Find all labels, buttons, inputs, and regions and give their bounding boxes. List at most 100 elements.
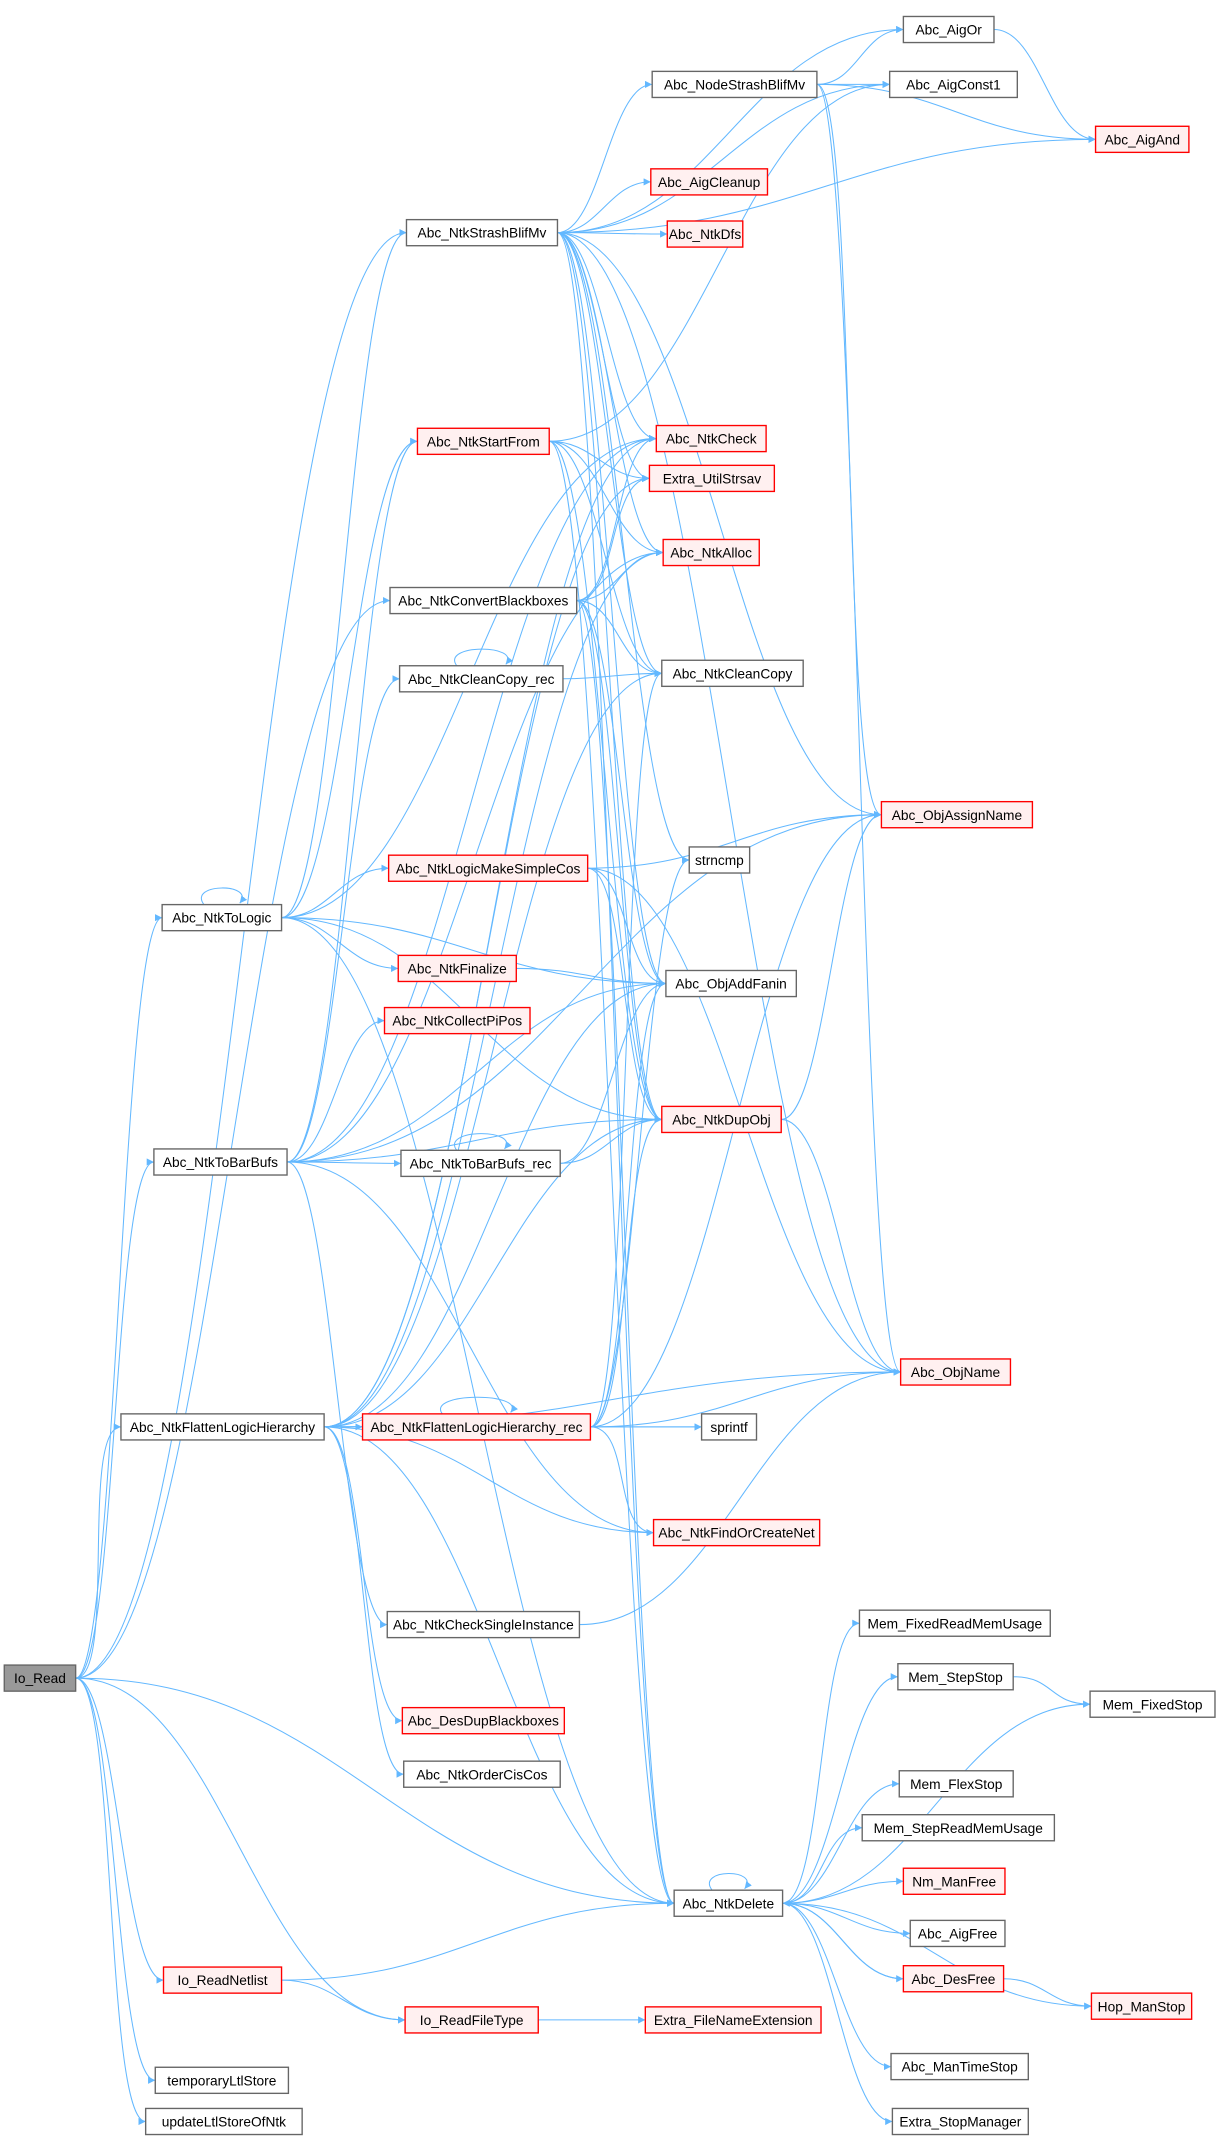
- node-label: Extra_UtilStrsav: [663, 471, 761, 486]
- node-box: [161, 903, 283, 932]
- node-abc-objname[interactable]: Abc_ObjName: [899, 1358, 1012, 1386]
- node-label: Abc_NtkDfs: [669, 227, 742, 242]
- node-abc-ntkfinalize[interactable]: Abc_NtkFinalize: [397, 954, 517, 983]
- node-abc-aigand[interactable]: Abc_AigAnd: [1094, 125, 1190, 154]
- node-mem-fixedstop[interactable]: Mem_FixedStop: [1089, 1690, 1216, 1718]
- node-abc-objassignname[interactable]: Abc_ObjAssignName: [880, 800, 1034, 829]
- edge-abc-ntkflattenlogichierarchy-rec-to-abc-objname: [590, 1368, 901, 1428]
- node-box: [880, 800, 1034, 829]
- node-abc-mantimestop[interactable]: Abc_ManTimeStop: [890, 2052, 1029, 2081]
- node-abc-nodestrashblifmv[interactable]: Abc_NodeStrashBlifMv: [651, 70, 818, 99]
- edge-abc-ntkstrashblifmv-to-abc-aigconst1: [557, 80, 890, 234]
- node-label: Mem_FixedReadMemUsage: [868, 1616, 1043, 1631]
- edge-abc-ntkstartfrom-to-abc-aigconst1: [549, 80, 890, 442]
- node-label: Abc_NtkCheckSingleInstance: [393, 1618, 574, 1633]
- node-abc-ntklogicmakesimplecos[interactable]: Abc_NtkLogicMakeSimpleCos: [387, 854, 589, 882]
- node-box: [144, 2107, 303, 2136]
- node-abc-desfree[interactable]: Abc_DesFree: [902, 1965, 1005, 1993]
- node-label: Mem_StepReadMemUsage: [874, 1821, 1044, 1836]
- node-abc-aigor[interactable]: Abc_AigOr: [902, 15, 995, 44]
- node-abc-ntkalloc[interactable]: Abc_NtkAlloc: [662, 538, 760, 567]
- node-box: [890, 2052, 1029, 2081]
- node-abc-aigcleanup[interactable]: Abc_AigCleanup: [650, 168, 769, 196]
- edge-io-read-to-abc-ntkstrashblifmv: [75, 229, 407, 1679]
- edge-abc-ntkstrashblifmv-to-abc-objname: [557, 232, 901, 1376]
- node-abc-ntkdupobj[interactable]: Abc_NtkDupObj: [661, 1105, 782, 1134]
- edge-abc-ntkconvertblackboxes-to-abc-ntkdelete: [576, 600, 675, 1907]
- node-label: Nm_ManFree: [912, 1874, 996, 1889]
- node-extra-utilstrsav[interactable]: Extra_UtilStrsav: [648, 464, 776, 493]
- node-abc-desdupblackboxes[interactable]: Abc_DesDupBlackboxes: [401, 1706, 566, 1735]
- node-label: Hop_ManStop: [1098, 1999, 1186, 2014]
- edge-abc-ntkstrashblifmv-to-abc-ntkdfs: [557, 230, 668, 238]
- node-abc-ntkdfs[interactable]: Abc_NtkDfs: [666, 220, 744, 248]
- node-mem-fixedreadmemusage[interactable]: Mem_FixedReadMemUsage: [858, 1609, 1051, 1637]
- edge-abc-ntkflattenlogichierarchy-to-abc-ntkfindorcreatenet: [324, 1426, 654, 1537]
- node-mem-flexstop[interactable]: Mem_FlexStop: [898, 1770, 1014, 1798]
- node-hop-manstop[interactable]: Hop_ManStop: [1090, 1992, 1193, 2020]
- node-extra-stopmanager[interactable]: Extra_StopManager: [891, 2107, 1029, 2136]
- node-label: Abc_NtkConvertBlackboxes: [398, 594, 568, 609]
- edge-io-read-to-io-readfiletype: [75, 1677, 406, 2024]
- node-box: [389, 586, 578, 615]
- node-io-read[interactable]: Io_Read: [3, 1664, 77, 1692]
- node-box: [902, 1867, 1006, 1895]
- node-abc-aigfree[interactable]: Abc_AigFree: [909, 1919, 1006, 1948]
- node-abc-aigconst1[interactable]: Abc_AigConst1: [888, 70, 1019, 99]
- edge-abc-ntkstartfrom-to-abc-ntkdupobj: [549, 440, 662, 1123]
- node-abc-ntkcheck[interactable]: Abc_NtkCheck: [655, 424, 767, 453]
- node-mem-stepreadmemusage[interactable]: Mem_StepReadMemUsage: [861, 1814, 1056, 1842]
- node-updateltlstoreofntk[interactable]: updateLtlStoreOfNtk: [144, 2107, 303, 2136]
- node-abc-objaddfanin[interactable]: Abc_ObjAddFanin: [665, 969, 797, 998]
- node-label: updateLtlStoreOfNtk: [162, 2115, 286, 2130]
- node-box: [162, 1966, 283, 1994]
- node-label: Mem_StepStop: [908, 1670, 1003, 1685]
- edge-abc-ntkstrashblifmv-to-abc-aigcleanup: [557, 178, 651, 234]
- node-label: Abc_AigOr: [916, 23, 983, 38]
- node-abc-ntkcleancopy[interactable]: Abc_NtkCleanCopy: [661, 659, 804, 688]
- node-abc-ntkchecksingleinstance[interactable]: Abc_NtkCheckSingleInstance: [386, 1610, 581, 1639]
- node-temporaryltlstore[interactable]: temporaryLtlStore: [154, 2066, 290, 2095]
- node-abc-ntkflattenlogichierarchy-rec[interactable]: Abc_NtkFlattenLogicHierarchy_rec: [361, 1413, 592, 1441]
- node-abc-ntkconvertblackboxes[interactable]: Abc_NtkConvertBlackboxes: [389, 586, 578, 615]
- node-abc-ntkfindorcreatenet[interactable]: Abc_NtkFindOrCreateNet: [652, 1518, 821, 1547]
- node-label: strncmp: [695, 853, 744, 868]
- node-mem-stepstop[interactable]: Mem_StepStop: [897, 1663, 1014, 1691]
- edge-abc-ntktologic-to-abc-ntklogicmakesimplecos: [281, 864, 389, 919]
- node-abc-ntkcollectpipos[interactable]: Abc_NtkCollectPiPos: [383, 1006, 531, 1035]
- node-abc-ntktologic[interactable]: Abc_NtkToLogic: [161, 903, 283, 932]
- node-box: [405, 218, 559, 247]
- edge-abc-ntkflattenlogichierarchy-to-abc-ntkorderciscos: [324, 1426, 404, 1778]
- edge-io-read-to-updateltlstoreofntk: [75, 1677, 146, 2126]
- node-extra-filenameextension[interactable]: Extra_FileNameExtension: [644, 2006, 822, 2034]
- node-abc-ntkorderciscos[interactable]: Abc_NtkOrderCisCos: [403, 1760, 561, 1788]
- edge-abc-nodestrashblifmv-to-abc-aigand: [816, 83, 1096, 143]
- edge-abc-ntkstrashblifmv-to-abc-aigor: [557, 25, 904, 234]
- edge-abc-ntkdelete-to-abc-ntkdelete: [709, 1873, 752, 1891]
- node-label: Abc_ObjAddFanin: [675, 977, 786, 992]
- node-strncmp[interactable]: strncmp: [688, 846, 751, 874]
- node-box: [644, 2006, 822, 2034]
- node-box: [1090, 1992, 1193, 2020]
- node-box: [153, 1148, 288, 1176]
- node-label: Abc_ObjName: [911, 1365, 1001, 1380]
- node-abc-ntkstartfrom[interactable]: Abc_NtkStartFrom: [416, 427, 550, 456]
- node-box: [661, 659, 804, 688]
- node-box: [397, 954, 517, 983]
- edge-abc-ntkstartfrom-to-abc-ntkcleancopy: [549, 440, 662, 677]
- node-sprintf[interactable]: sprintf: [700, 1413, 758, 1441]
- node-label: Abc_NtkDupObj: [672, 1113, 770, 1128]
- node-abc-ntkstrashblifmv[interactable]: Abc_NtkStrashBlifMv: [405, 218, 559, 247]
- node-abc-ntkflattenlogichierarchy[interactable]: Abc_NtkFlattenLogicHierarchy: [120, 1413, 325, 1441]
- node-box: [404, 2006, 539, 2034]
- node-box: [688, 846, 751, 874]
- node-abc-ntktobarbufs-rec[interactable]: Abc_NtkToBarBufs_rec: [400, 1149, 561, 1178]
- node-abc-ntkdelete[interactable]: Abc_NtkDelete: [673, 1889, 784, 1917]
- node-abc-ntkcleancopy-rec[interactable]: Abc_NtkCleanCopy_rec: [398, 665, 564, 693]
- node-abc-ntktobarbufs[interactable]: Abc_NtkToBarBufs: [153, 1148, 288, 1176]
- node-nm-manfree[interactable]: Nm_ManFree: [902, 1867, 1006, 1895]
- node-io-readfiletype[interactable]: Io_ReadFileType: [404, 2006, 539, 2034]
- node-label: Abc_AigConst1: [906, 77, 1001, 92]
- node-io-readnetlist[interactable]: Io_ReadNetlist: [162, 1966, 283, 1994]
